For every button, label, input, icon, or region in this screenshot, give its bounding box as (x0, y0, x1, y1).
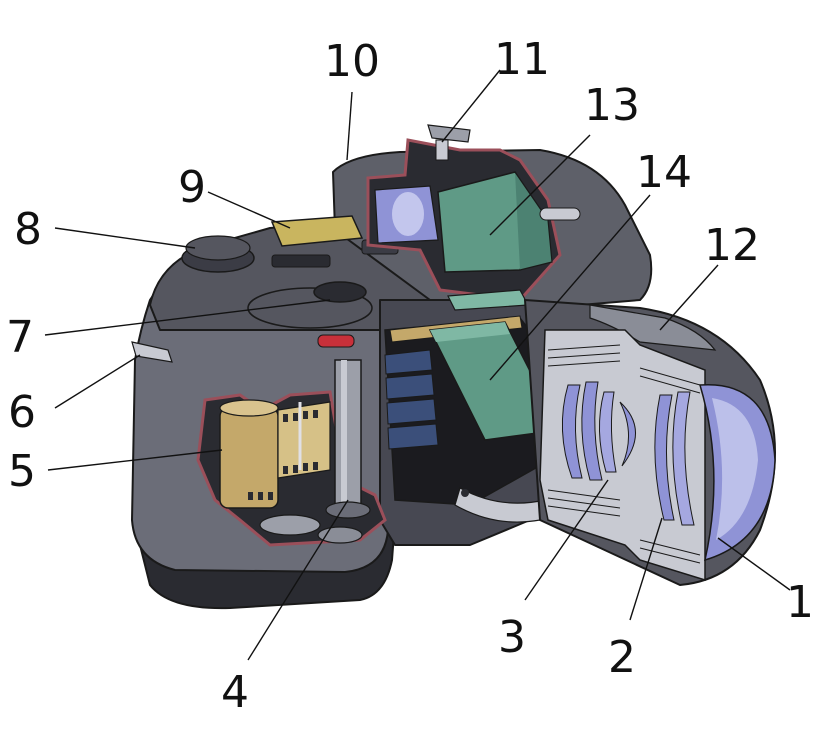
leader-12 (659, 264, 719, 331)
callout-9: 9 (178, 162, 206, 213)
rear-lens-group (561, 381, 636, 481)
leader-14 (489, 194, 651, 381)
red-indicator (317, 334, 355, 348)
callout-14: 14 (636, 147, 692, 198)
callout-6: 6 (8, 387, 36, 438)
callout-2: 2 (608, 632, 636, 683)
strap-lug (131, 341, 173, 363)
callout-12: 12 (704, 220, 760, 271)
film-sprocket-holes (248, 410, 318, 500)
leader-7 (44, 299, 331, 336)
middle-lens-group (654, 391, 695, 526)
slider-control (271, 254, 331, 268)
leader-13 (489, 134, 591, 236)
leader-11 (441, 69, 501, 143)
leader-2 (629, 517, 663, 621)
callout-8: 8 (14, 204, 42, 255)
lens-threads (547, 344, 701, 564)
lens-assembly (523, 298, 776, 587)
top-controls (131, 215, 399, 363)
leader-4 (247, 499, 349, 661)
leader-6 (54, 354, 141, 409)
shutter-curtains (384, 349, 439, 450)
mirror-box (384, 315, 562, 523)
callout-10: 10 (324, 36, 380, 87)
leader-lines (44, 69, 791, 661)
film-chamber-cutaway (196, 359, 387, 547)
leader-10 (346, 91, 353, 161)
film-strip (277, 401, 331, 479)
leader-8 (54, 227, 196, 249)
callout-labels: 1 2 3 4 5 6 7 8 9 10 11 12 13 14 (6, 34, 814, 718)
callout-7: 7 (6, 312, 34, 363)
callout-11: 11 (494, 34, 550, 85)
viewfinder-cutaway (366, 124, 581, 311)
film-advance-shaft (334, 359, 362, 511)
leader-1 (717, 537, 791, 591)
callout-4: 4 (221, 667, 249, 718)
leader-3 (524, 479, 609, 601)
lcd-panel (270, 215, 364, 247)
callout-3: 3 (498, 612, 526, 663)
callout-1: 1 (786, 577, 814, 628)
shutter-release-button (313, 281, 367, 303)
callout-13: 13 (584, 80, 640, 131)
drive-gears (259, 514, 363, 544)
focus-ring (589, 304, 717, 351)
film-canister-top (219, 399, 279, 417)
leader-5 (47, 449, 223, 471)
callout-5: 5 (8, 446, 36, 497)
leader-9 (207, 191, 291, 229)
